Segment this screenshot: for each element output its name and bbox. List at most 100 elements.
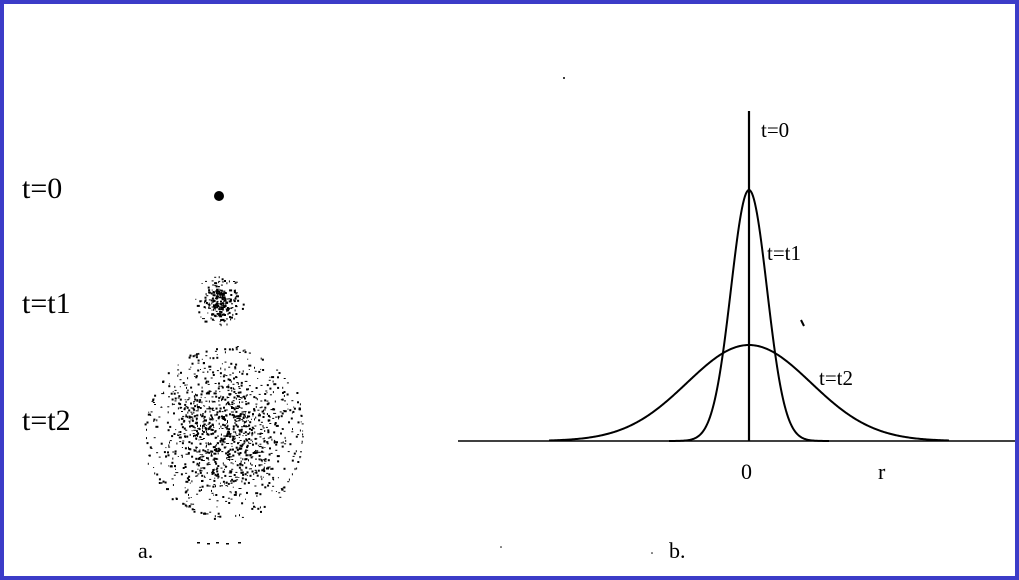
particle-dot [154,404,156,405]
particle-dot [225,500,228,502]
particle-dot [227,378,230,381]
particle-dot [246,380,248,382]
particle-dot [242,473,245,476]
particle-dot [279,411,282,413]
particle-dot [261,483,264,486]
particle-dot [219,289,221,292]
particle-dot [237,415,241,418]
particle-dot [211,489,212,492]
particle-dot [247,388,249,391]
particle-dot [208,306,210,309]
particle-dot [225,426,228,428]
particle-dot [175,497,178,499]
particle-dot [211,302,213,305]
particle-dot [224,314,226,316]
particle-dot [193,395,195,398]
particle-dot [166,489,169,490]
particle-dot [203,420,205,422]
particle-dot [169,440,172,442]
particle-dot [177,397,180,399]
particle-dot [269,436,272,439]
particle-dot [230,480,232,483]
particle-dot [207,423,210,425]
particle-dot [286,403,288,405]
particle-dot [160,442,163,445]
particle-dot [205,381,208,384]
particle-dot [241,397,243,399]
particle-dot [227,459,231,460]
particle-dot [168,396,170,398]
particle-dot [221,299,224,301]
particle-dot [211,423,214,426]
particle-dot [203,475,205,478]
particle-dot [235,305,238,307]
particle-dot [234,318,236,320]
particle-dot [221,308,224,310]
speck [651,552,653,554]
particle-dot [260,464,263,466]
particle-dot [282,441,284,444]
particle-dot [214,459,216,462]
particle-dot [281,428,284,430]
particle-dot [212,371,215,374]
particle-dot [288,421,290,424]
particle-dot [238,429,242,432]
particle-dot [196,475,199,477]
particle-dot [245,425,248,428]
particle-dot [229,413,231,416]
particle-dot [220,482,221,484]
particle-dot [235,363,238,366]
particle-dot [280,488,283,490]
particle-dot [207,286,210,289]
particle-dot [281,428,284,430]
particle-dot [220,304,223,306]
particle-dot [215,305,219,307]
particle-dot [211,429,214,431]
particle-dot [273,478,275,481]
particle-dot [217,516,220,518]
particle-dot [181,417,184,420]
particle-dot [253,473,255,476]
particle-dot [215,407,218,410]
particle-dot [217,452,219,455]
particle-dot [221,318,225,321]
particle-dot [226,396,228,399]
particle-dot [281,445,284,448]
particle-dot [211,400,213,402]
particle-dot [222,375,225,378]
particle-dot [263,470,266,473]
particle-dot [269,387,272,390]
particle-dot [205,302,207,305]
particle-dot [226,423,228,425]
particle-dot [231,307,234,309]
particle-dot [215,449,218,452]
particle-dot [218,428,220,430]
particle-dot [275,416,278,418]
particle-dot [204,425,206,427]
particle-dot [255,416,257,419]
particle-dot [242,411,245,413]
particle-dot [268,416,271,418]
particle-dot [153,467,155,468]
particle-dot [168,383,170,385]
particle-dot [162,480,165,483]
particle-dot [260,357,262,360]
particle-dot [205,350,208,353]
particle-dot [173,474,176,476]
particle-dot [238,466,241,469]
particle-dot [196,430,198,433]
particle-dot [241,372,244,375]
particle-dot [248,411,250,414]
particle-dot [235,460,236,462]
particle-dot [211,470,214,473]
particle-dot [230,406,233,407]
particle-dot [255,405,257,408]
particle-dot [190,366,192,368]
particle-dot [217,286,220,287]
particle-dot [272,380,274,383]
particle-dot [200,393,203,396]
particle-dot [260,459,262,461]
particle-dot [268,466,271,468]
particle-dot [267,429,270,432]
particle-dot [233,289,236,292]
